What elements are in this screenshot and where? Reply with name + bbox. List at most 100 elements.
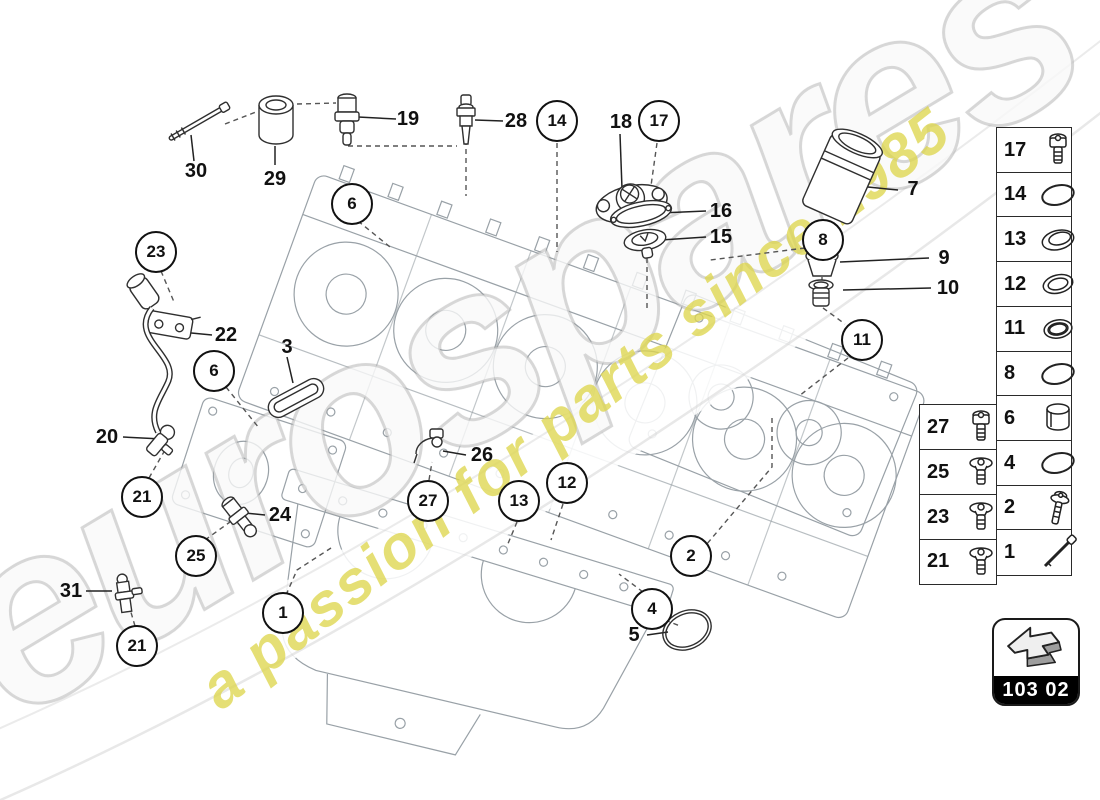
o-ring-icon [1038, 443, 1078, 483]
diagram-code-badge[interactable]: 103 02 [992, 618, 1080, 706]
callout-label-28[interactable]: 28 [504, 110, 528, 132]
callout-circle-2[interactable]: 2 [670, 535, 712, 577]
part-sensor-28 [456, 94, 476, 145]
part-plug-10 [808, 279, 834, 307]
legend-cell-13[interactable]: 13 [996, 216, 1075, 263]
callout-label-15[interactable]: 15 [709, 226, 733, 248]
legend-part-number: 17 [1004, 138, 1027, 161]
pan-screw-icon [961, 542, 1001, 582]
back-arrow-icon [994, 620, 1078, 675]
cap-screw-icon [961, 407, 1001, 447]
leader-line-dashed [285, 547, 332, 596]
legend-cell-12[interactable]: 12 [996, 261, 1074, 308]
pan-screw-icon [961, 452, 1001, 492]
leader-line-dashed [550, 503, 564, 541]
callout-label-26[interactable]: 26 [470, 444, 494, 466]
callout-label-16[interactable]: 16 [709, 200, 733, 222]
legend-part-number: 6 [1004, 406, 1016, 429]
leader-line-dashed [428, 461, 433, 481]
callout-circle-14[interactable]: 14 [536, 100, 578, 142]
callout-circle-1[interactable]: 1 [262, 592, 304, 634]
callout-circle-4[interactable]: 4 [631, 588, 673, 630]
legend-cell-17[interactable]: 17 [996, 127, 1072, 174]
callout-circle-23[interactable]: 23 [135, 231, 177, 273]
legend-part-number: 11 [1004, 317, 1026, 340]
leader-line-dashed [160, 270, 175, 303]
callout-circle-11[interactable]: 11 [841, 319, 883, 361]
pan-screw-icon [961, 497, 1001, 537]
leader-line-dashed [224, 111, 257, 125]
leader-line-dashed [357, 220, 391, 248]
callout-label-20[interactable]: 20 [95, 426, 119, 448]
legend-cell-8[interactable]: 8 [996, 350, 1075, 397]
legend-part-number: 1 [1004, 540, 1016, 563]
callout-circle-27[interactable]: 27 [407, 480, 449, 522]
part-sensor-19 [334, 93, 360, 146]
legend-table-left-column: 27 25 23 21 [919, 404, 997, 586]
leader-line-dashed [506, 521, 518, 547]
callout-circle-21[interactable]: 21 [121, 476, 163, 518]
callout-label-10[interactable]: 10 [936, 277, 960, 299]
leader-line-dashed [798, 357, 849, 397]
callout-circle-21[interactable]: 21 [116, 625, 158, 667]
legend-part-number: 21 [927, 550, 950, 573]
legend-cell-14[interactable]: 14 [996, 171, 1075, 218]
callout-label-31[interactable]: 31 [59, 580, 83, 602]
leader-line [474, 119, 504, 122]
legend-cell-11[interactable]: 11 [996, 305, 1073, 353]
lip-seal-icon [1038, 220, 1078, 260]
callout-label-22[interactable]: 22 [214, 324, 238, 346]
leader-line [286, 356, 294, 384]
stud-icon [1038, 532, 1078, 572]
leader-line [646, 631, 669, 636]
callout-label-7[interactable]: 7 [907, 178, 919, 200]
callout-label-18[interactable]: 18 [609, 111, 633, 133]
legend-cell-4[interactable]: 4 [996, 439, 1075, 487]
leader-line-dashed [705, 418, 773, 546]
callout-label-3[interactable]: 3 [281, 336, 293, 358]
callout-circle-25[interactable]: 25 [175, 535, 217, 577]
callout-circle-6[interactable]: 6 [193, 350, 235, 392]
legend-cell-6[interactable]: 6 [996, 395, 1072, 442]
part-connector-22 [126, 273, 160, 310]
part-oil-filter-7 [802, 128, 883, 225]
legend-part-number: 8 [1004, 362, 1016, 385]
leader-line [660, 236, 707, 241]
legend-part-number: 4 [1004, 451, 1016, 474]
legend-cell-1[interactable]: 1 [996, 529, 1077, 576]
part-sensor-31 [114, 573, 143, 614]
legend-cell-23[interactable]: 23 [919, 493, 997, 541]
o-ring-icon [1038, 354, 1078, 394]
legend-cell-2[interactable]: 2 [996, 484, 1072, 531]
part-sensor-tip-20 [146, 424, 176, 457]
leader-line [842, 287, 932, 291]
callout-label-19[interactable]: 19 [396, 108, 420, 130]
callout-circle-8[interactable]: 8 [802, 219, 844, 261]
flange-bolt-icon [1038, 488, 1078, 528]
leader-line-dashed [129, 608, 136, 627]
leader-line-dashed [618, 573, 644, 593]
sleeve-icon [1038, 398, 1078, 438]
part-gasket-16 [609, 199, 673, 229]
legend-cell-27[interactable]: 27 [919, 404, 997, 451]
callout-circle-13[interactable]: 13 [498, 480, 540, 522]
part-o-ring-5 [662, 609, 712, 651]
callout-circle-6[interactable]: 6 [331, 183, 373, 225]
part-bracket-26 [413, 428, 444, 464]
callout-circle-12[interactable]: 12 [546, 462, 588, 504]
callout-label-5[interactable]: 5 [628, 624, 640, 646]
leader-line [357, 116, 397, 120]
legend-part-number: 25 [927, 460, 950, 483]
callout-label-9[interactable]: 9 [938, 247, 950, 269]
legend-cell-21[interactable]: 21 [919, 538, 997, 586]
callout-label-30[interactable]: 30 [184, 160, 208, 182]
callout-circle-17[interactable]: 17 [638, 100, 680, 142]
callout-label-29[interactable]: 29 [263, 168, 287, 190]
part-thermostat-15 [623, 228, 667, 259]
callout-label-24[interactable]: 24 [268, 504, 292, 526]
legend-cell-25[interactable]: 25 [919, 448, 997, 496]
legend-part-number: 12 [1004, 272, 1027, 295]
leader-line-dashed [709, 247, 806, 261]
